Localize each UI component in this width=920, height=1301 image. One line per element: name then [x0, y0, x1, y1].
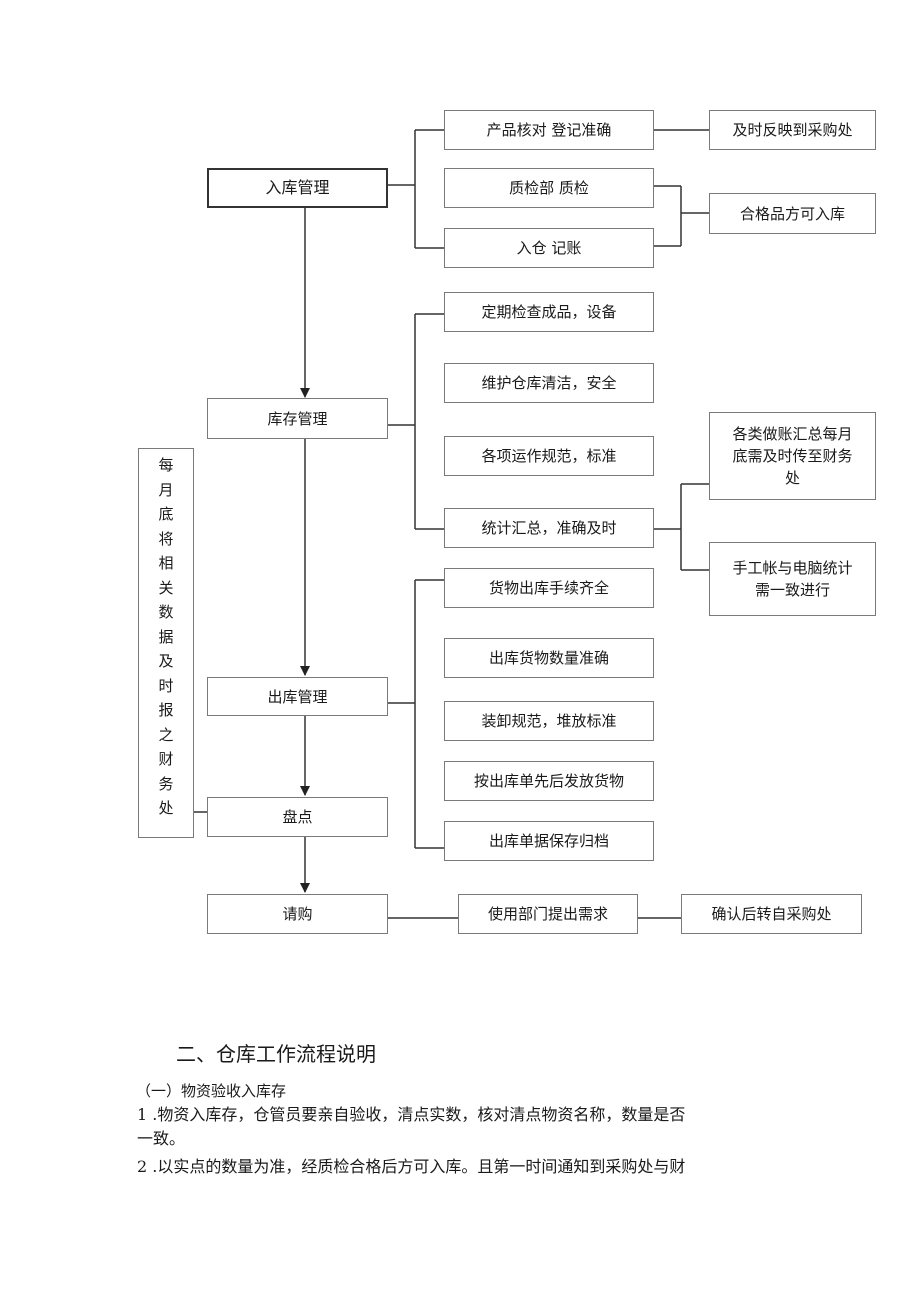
- paragraph-2-line-1: 2 .以实点的数量为准，经质检合格后方可入库。且第一时间通知到采购处与财: [137, 1157, 686, 1176]
- outbound-step-dispatch-order: 按出库单先后发放货物: [444, 761, 654, 801]
- side-note-char: 之: [158, 725, 174, 744]
- side-note-char: 关: [158, 578, 174, 597]
- side-note-char: 务: [158, 774, 174, 793]
- side-note-char: 报: [158, 701, 174, 719]
- side-note-char: 每: [158, 456, 174, 474]
- inbound-result-qualified-only: 合格品方可入库: [709, 193, 876, 234]
- side-note-char: 数: [158, 603, 174, 621]
- outbound-step-procedures: 货物出库手续齐全: [444, 568, 654, 608]
- inbound-step-product-check: 产品核对 登记准确: [444, 110, 654, 150]
- purchase-step-forward-purchasing: 确认后转自采购处: [681, 894, 862, 934]
- inbound-step-qc: 质检部 质检: [444, 168, 654, 208]
- purchase-request-box: 请购: [207, 894, 388, 934]
- side-note-char: 财: [158, 750, 174, 768]
- paragraph-1-line-1: 1 .物资入库存，仓管员要亲自验收，清点实数，核对清点物资名称，数量是否: [137, 1105, 686, 1124]
- subsection-heading: （一）物资验收入库存: [136, 1082, 287, 1100]
- outbound-step-quantity: 出库货物数量准确: [444, 638, 654, 678]
- paragraph-1-line-2: 一致。: [137, 1129, 186, 1148]
- side-note-char: 将: [158, 529, 174, 548]
- inventory-step-periodic-check: 定期检查成品，设备: [444, 292, 654, 332]
- side-note-char: 据: [158, 627, 174, 646]
- inventory-note-ledger-consistency: 手工帐与电脑统计 需一致进行: [709, 542, 876, 616]
- outbound-step-loading: 装卸规范，堆放标准: [444, 701, 654, 741]
- inventory-note-monthly-report: 各类做账汇总每月 底需及时传至财务 处: [709, 412, 876, 500]
- outbound-step-archive: 出库单据保存归档: [444, 821, 654, 861]
- inventory-management-box: 库存管理: [207, 398, 388, 439]
- side-note-char: 处: [158, 799, 174, 817]
- side-note-char: 及: [158, 652, 174, 670]
- inventory-step-cleaning-safety: 维护仓库清洁，安全: [444, 363, 654, 403]
- side-note-char: 时: [158, 676, 174, 695]
- purchase-step-department-request: 使用部门提出需求: [458, 894, 638, 934]
- outbound-management-box: 出库管理: [207, 677, 388, 716]
- inventory-step-standard-operation: 各项运作规范，标准: [444, 436, 654, 476]
- inbound-management-box: 入库管理: [207, 168, 388, 208]
- side-note-char: 月: [158, 480, 174, 499]
- side-note-monthly-finance: 每 月 底 将 相 关 数 据 及 时 报 之 财 务 处: [138, 448, 194, 838]
- inbound-step-warehouse-entry: 入仓 记账: [444, 228, 654, 268]
- stocktake-box: 盘点: [207, 797, 388, 837]
- side-note-char: 底: [158, 505, 174, 523]
- section-heading: 二、仓库工作流程说明: [176, 1042, 376, 1066]
- inbound-result-report-purchasing: 及时反映到采购处: [709, 110, 876, 150]
- inventory-step-statistics: 统计汇总，准确及时: [444, 508, 654, 548]
- side-note-char: 相: [158, 554, 174, 572]
